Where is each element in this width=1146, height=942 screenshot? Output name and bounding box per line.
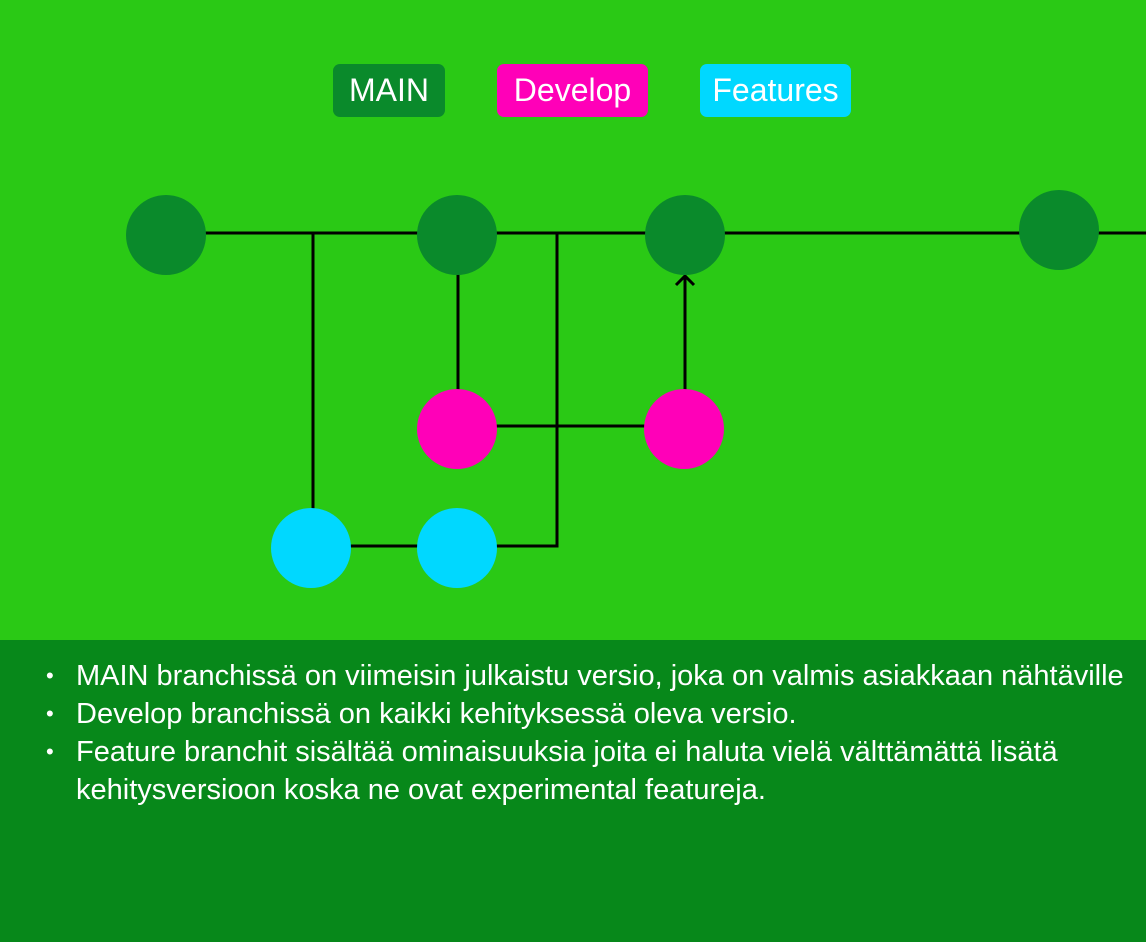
note-item: • Feature branchit sisältää ominaisuuksi… (46, 733, 1126, 809)
feature-commit-node (271, 508, 351, 588)
main-commit-node (1019, 190, 1099, 270)
merge-arrowhead (674, 273, 696, 287)
feature-to-main-line (311, 233, 559, 548)
feature-commits (271, 508, 497, 588)
main-commit-node (126, 195, 206, 275)
develop-commits (417, 389, 724, 469)
note-item: • MAIN branchissä on viimeisin julkaistu… (46, 657, 1126, 695)
notes-panel: • MAIN branchissä on viimeisin julkaistu… (0, 640, 1146, 942)
connector-lines (166, 231, 1146, 548)
note-text: Develop branchissä on kaikki kehityksess… (76, 698, 797, 730)
legend-develop-tag: Develop (497, 64, 648, 117)
notes-list: • MAIN branchissä on viimeisin julkaistu… (46, 657, 1126, 809)
bullet-icon: • (46, 663, 54, 688)
main-commits (126, 190, 1099, 275)
note-text: MAIN branchissä on viimeisin julkaistu v… (76, 660, 1124, 692)
bullet-icon: • (46, 739, 54, 764)
legend-features-tag: Features (700, 64, 851, 117)
develop-commit-node (644, 389, 724, 469)
main-commit-node (417, 195, 497, 275)
branch-graph (126, 190, 1146, 588)
main-commit-node (645, 195, 725, 275)
note-item: • Develop branchissä on kaikki kehitykse… (46, 695, 1126, 733)
legend-main-tag: MAIN (333, 64, 445, 117)
feature-commit-node (417, 508, 497, 588)
bullet-icon: • (46, 701, 54, 726)
note-text: Feature branchit sisältää ominaisuuksia … (76, 736, 1058, 806)
develop-commit-node (417, 389, 497, 469)
